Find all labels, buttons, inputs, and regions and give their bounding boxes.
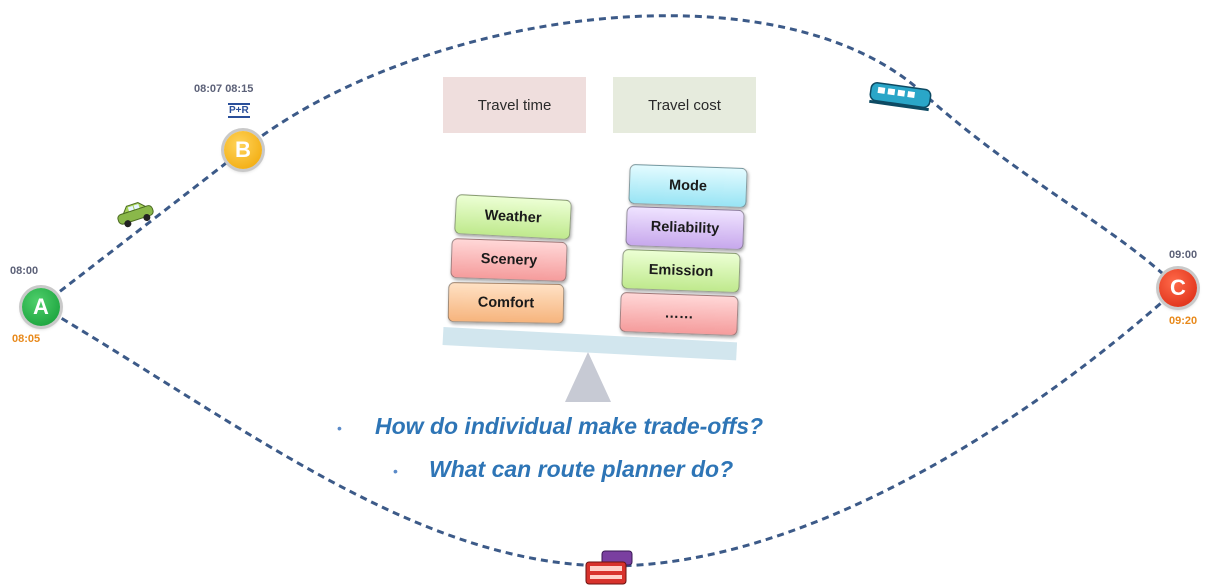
bullet-2: • xyxy=(393,463,398,479)
emission-block: Emission xyxy=(621,248,741,294)
comfort-block: Comfort xyxy=(447,281,565,325)
question-route-planner: What can route planner do? xyxy=(429,456,734,482)
node-c: C xyxy=(1159,269,1197,307)
node-a-depart-time: 08:05 xyxy=(12,333,41,345)
node-b-times: 08:07 08:15 xyxy=(194,83,254,95)
travel-time-box: Travel time xyxy=(443,77,586,133)
car-icon xyxy=(117,202,154,228)
reliability-block: Reliability xyxy=(625,205,745,251)
node-c-arrive-time: 09:00 xyxy=(1169,249,1198,261)
route-b-c-train xyxy=(242,14,1180,290)
balance-pivot xyxy=(565,352,611,402)
travel-cost-box: Travel cost xyxy=(613,77,756,133)
node-a: A xyxy=(22,288,60,326)
route-a-b xyxy=(40,148,244,308)
more-block: …… xyxy=(619,291,739,337)
bullet-1: • xyxy=(337,420,342,436)
question-tradeoffs: How do individual make trade-offs? xyxy=(375,413,764,439)
train-icon xyxy=(869,82,932,112)
node-b-label: B xyxy=(235,137,251,162)
node-c-label: C xyxy=(1170,275,1186,300)
node-a-label: A xyxy=(33,294,49,319)
node-a-arrive-time: 08:00 xyxy=(10,265,39,277)
scenery-block: Scenery xyxy=(450,237,568,283)
node-b: B xyxy=(224,131,262,169)
node-c-depart-time: 09:20 xyxy=(1169,315,1198,327)
weather-block: Weather xyxy=(454,193,572,241)
bus-icon xyxy=(585,550,633,585)
mode-block: Mode xyxy=(628,163,748,209)
park-ride-sign: P+R xyxy=(228,103,250,118)
